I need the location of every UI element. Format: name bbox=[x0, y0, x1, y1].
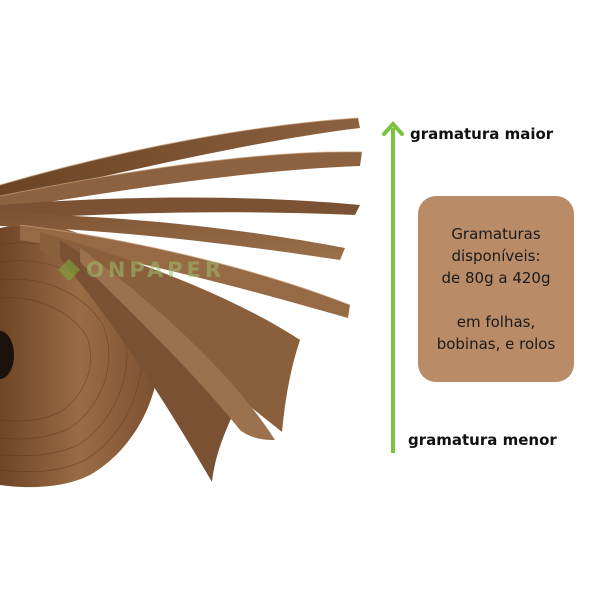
info-line-2: disponíveis: bbox=[451, 247, 541, 265]
watermark-text: ONPAPER bbox=[86, 258, 226, 282]
onpaper-watermark: ONPAPER bbox=[58, 258, 225, 282]
vertical-arrow-icon bbox=[382, 121, 404, 453]
info-line-1: Gramaturas bbox=[451, 225, 541, 243]
onpaper-logo-icon bbox=[58, 259, 80, 281]
info-line-5: bobinas, e rolos bbox=[436, 335, 556, 353]
info-line-4: em folhas, bbox=[456, 313, 536, 331]
weight-higher-label: gramatura maior bbox=[410, 125, 554, 143]
weights-info-box: Gramaturas disponíveis: de 80g a 420g em… bbox=[418, 196, 574, 382]
weight-lower-label: gramatura menor bbox=[408, 431, 557, 449]
info-line-3: de 80g a 420g bbox=[441, 269, 551, 287]
